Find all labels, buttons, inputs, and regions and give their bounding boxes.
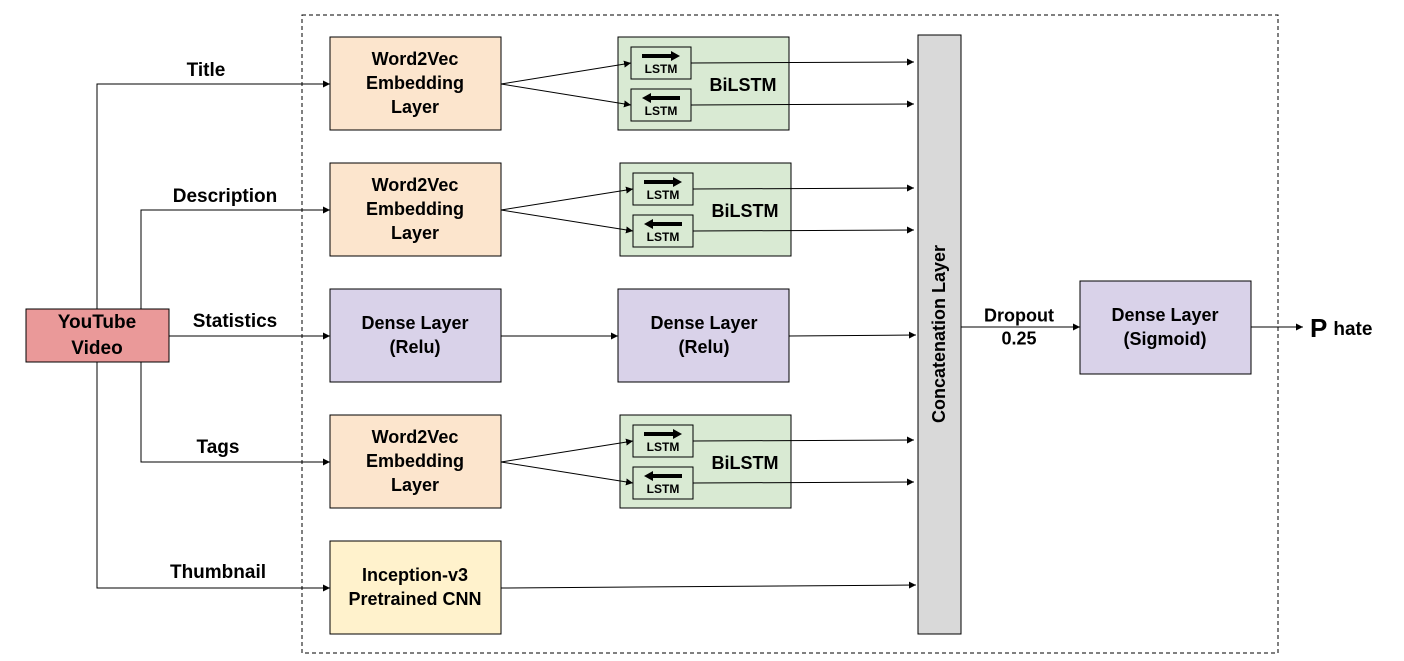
input-layer-label-4-line: Pretrained CNN [348, 589, 481, 609]
input-layer-0 [329, 36, 502, 131]
fanout-forward-0 [500, 60, 632, 85]
lstm-forward-1 [632, 172, 694, 206]
output-main: P [1310, 313, 1327, 343]
to-concat-dense [788, 331, 917, 339]
dropout-label-line: Dropout [984, 305, 1054, 325]
fanout-backward-0 [500, 83, 632, 108]
fanout-forward-1 [500, 186, 634, 211]
output-dense-box [1079, 280, 1252, 375]
concat-box [917, 34, 962, 635]
input-layer-label-2: Dense Layer (Relu) [361, 313, 468, 357]
second-dense-label-line: Dense Layer [650, 313, 757, 333]
lstm-forward-label-0: LSTM [645, 62, 678, 76]
fanout-backward-3 [500, 461, 634, 486]
lstm-backward-label-3: LSTM [647, 482, 680, 496]
input-layer-label-3-line: Word2Vec [372, 427, 459, 447]
forward-arrow-icon [644, 429, 682, 439]
input-layer-label-3-line: Layer [391, 475, 439, 495]
connector-1 [140, 206, 330, 309]
lstm-backward-label-0: LSTM [645, 104, 678, 118]
input-layer-label-1-line: Word2Vec [372, 175, 459, 195]
input-layer-4 [329, 540, 502, 635]
output-dense-label: Dense Layer (Sigmoid) [1111, 305, 1218, 349]
forward-arrow-icon [642, 51, 680, 61]
input-layer-label-4-line: Inception-v3 [362, 565, 468, 585]
input-layer-2 [329, 288, 502, 383]
forward-arrow-icon [644, 177, 682, 187]
bilstm-label-0: BiLSTM [710, 75, 777, 95]
input-label-1: Description [173, 186, 278, 207]
source-label-line: YouTube [58, 312, 136, 333]
input-layer-label-1-line: Layer [391, 223, 439, 243]
input-layer-3 [329, 414, 502, 509]
backward-arrow-icon [642, 93, 680, 103]
to-concat-backward-1 [692, 226, 915, 234]
to-concat-forward-1 [692, 184, 915, 192]
source-label-line: Video [71, 338, 122, 359]
input-label-2: Statistics [193, 311, 277, 332]
fanout-forward-3 [500, 438, 634, 463]
backward-arrow-icon [644, 471, 682, 481]
input-layer-label-0-line: Layer [391, 97, 439, 117]
lstm-backward-label-1: LSTM [647, 230, 680, 244]
input-layer-label-3-line: Embedding [366, 451, 464, 471]
second-dense-label: Dense Layer (Relu) [650, 313, 757, 357]
input-layer-label-0-line: Embedding [366, 73, 464, 93]
input-layer-label-1-line: Embedding [366, 199, 464, 219]
input-layer-label-2-line: (Relu) [390, 337, 441, 357]
input-label-3: Tags [197, 437, 240, 458]
connector-4 [96, 362, 330, 592]
model-boundary [301, 14, 1279, 654]
backward-arrow-icon [644, 219, 682, 229]
input-label-0: Title [187, 60, 226, 81]
output-dense-label-line: (Sigmoid) [1124, 329, 1207, 349]
to-concat-forward-0 [690, 58, 915, 66]
input-layer-label-2-line: Dense Layer [361, 313, 468, 333]
to-concat-forward-3 [692, 436, 915, 444]
input-layer-1 [329, 162, 502, 257]
connector-3 [140, 362, 330, 466]
output-dense-label-line: Dense Layer [1111, 305, 1218, 325]
bilstm-label-1: BiLSTM [712, 201, 779, 221]
concat-label: Concatenation Layer [929, 245, 949, 423]
dropout-label: Dropout 0.25 [984, 305, 1054, 348]
to-concat-backward-0 [690, 100, 915, 108]
lstm-forward-label-3: LSTM [647, 440, 680, 454]
bilstm-label-3: BiLSTM [712, 453, 779, 473]
to-concat-cnn [500, 581, 917, 589]
second-dense-label-line: (Relu) [679, 337, 730, 357]
lstm-forward-label-1: LSTM [647, 188, 680, 202]
input-label-4: Thumbnail [170, 562, 266, 583]
second-dense-box [617, 288, 790, 383]
to-concat-backward-3 [692, 478, 915, 486]
dropout-label-line: 0.25 [1001, 328, 1036, 348]
input-layer-label-0-line: Word2Vec [372, 49, 459, 69]
lstm-forward-0 [630, 46, 692, 80]
connector-0 [96, 80, 330, 309]
output-sub: hate [1333, 319, 1372, 340]
fanout-backward-1 [500, 209, 634, 234]
lstm-backward-0 [630, 88, 692, 122]
